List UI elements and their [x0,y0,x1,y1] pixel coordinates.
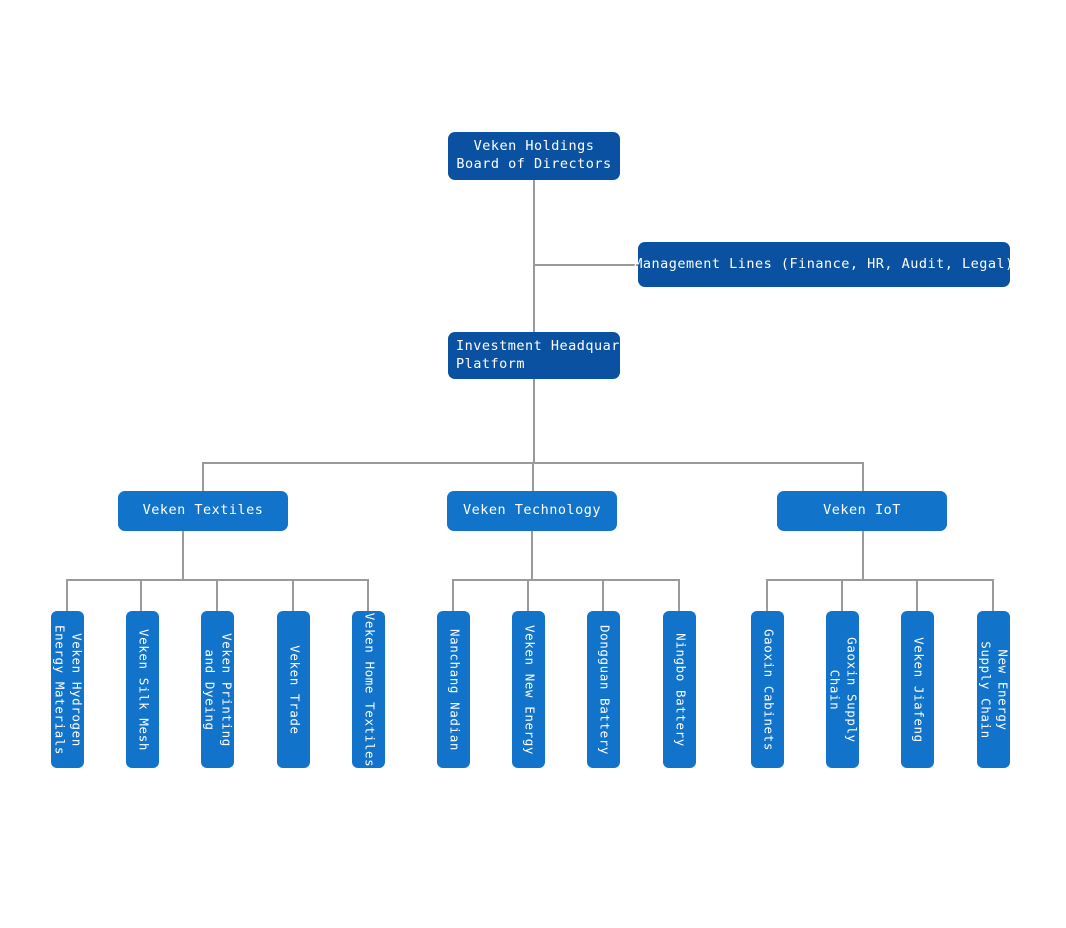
node-investment-headquarters[interactable]: Investment Headquarters Platform [448,332,654,379]
connector-leaf-bus-2 [452,579,680,581]
node-leaf-nanchang-nadian[interactable]: Nanchang Nadian [437,611,470,768]
node-division-veken-textiles[interactable]: Veken Textiles [118,491,288,531]
node-board-of-directors[interactable]: Veken Holdings Board of Directors [448,132,620,180]
node-leaf-gaoxin-supply-chain[interactable]: Gaoxin Supply Chain [826,611,859,768]
node-leaf-gaoxin-cabinets[interactable]: Gaoxin Cabinets [751,611,784,768]
connector-drop-leaf-2-4 [678,579,680,611]
node-leaf-gaoxin-supply-chain-label: Gaoxin Supply Chain [827,636,860,743]
node-leaf-veken-jiafeng-label: Veken Jiafeng [910,636,926,743]
node-leaf-gaoxin-cabinets-label: Gaoxin Cabinets [760,628,776,751]
connector-division-1-stem [182,531,184,580]
node-division-veken-textiles-label: Veken Textiles [142,502,264,519]
node-leaf-veken-printing-and-dyeing-label: Veken Printing and Dyeing [202,632,235,747]
node-leaf-new-energy-supply-chain[interactable]: New Energy Supply Chain [977,611,1010,768]
node-leaf-ningbo-battery-label: Ningbo Battery [672,632,688,747]
node-leaf-veken-printing-and-dyeing[interactable]: Veken Printing and Dyeing [201,611,234,768]
connector-drop-leaf-1-5 [367,579,369,611]
connector-drop-leaf-1-1 [66,579,68,611]
node-leaf-dongguan-battery-label: Dongguan Battery [596,624,612,755]
node-management-lines[interactable]: Management Lines (Finance, HR, Audit, Le… [634,242,1013,287]
connector-trunk-to-management [533,264,638,266]
node-board-of-directors-label: Veken Holdings Board of Directors [456,138,612,172]
connector-division-2-stem [531,531,533,580]
node-management-lines-label: Management Lines (Finance, HR, Audit, Le… [634,255,1014,272]
connector-drop-leaf-3-2 [841,579,843,611]
node-leaf-veken-trade[interactable]: Veken Trade [277,611,310,768]
connector-drop-leaf-3-1 [766,579,768,611]
node-leaf-veken-hydrogen-energy-materials-label: Veken Hydrogen Energy Materials [52,624,85,755]
connector-drop-leaf-2-3 [602,579,604,611]
connector-drop-leaf-2-1 [452,579,454,611]
node-leaf-ningbo-battery[interactable]: Ningbo Battery [663,611,696,768]
node-division-veken-iot-label: Veken IoT [823,502,901,519]
node-leaf-veken-silk-mesh-label: Veken Silk Mesh [135,628,151,751]
connector-drop-leaf-1-3 [216,579,218,611]
connector-drop-leaf-3-4 [992,579,994,611]
node-division-veken-iot[interactable]: Veken IoT [777,491,947,531]
node-leaf-veken-new-energy[interactable]: Veken New Energy [512,611,545,768]
connector-drop-division-2 [532,462,534,491]
node-leaf-dongguan-battery[interactable]: Dongguan Battery [587,611,620,768]
node-leaf-nanchang-nadian-label: Nanchang Nadian [446,628,462,751]
node-leaf-veken-home-textiles[interactable]: Veken Home Textiles [352,611,385,768]
node-leaf-veken-new-energy-label: Veken New Energy [521,624,537,755]
connector-leaf-bus-3 [766,579,994,581]
node-leaf-veken-jiafeng[interactable]: Veken Jiafeng [901,611,934,768]
connector-drop-leaf-1-2 [140,579,142,611]
node-leaf-veken-home-textiles-label: Veken Home Textiles [361,612,377,767]
connector-drop-division-3 [862,462,864,491]
node-leaf-veken-trade-label: Veken Trade [286,644,302,735]
connector-division-3-stem [862,531,864,580]
node-division-veken-technology[interactable]: Veken Technology [447,491,617,531]
node-leaf-veken-silk-mesh[interactable]: Veken Silk Mesh [126,611,159,768]
node-investment-headquarters-label: Investment Headquarters Platform [456,337,655,372]
node-division-veken-technology-label: Veken Technology [462,502,602,519]
connector-drop-division-1 [202,462,204,491]
connector-hq-to-division-bus [533,379,535,462]
connector-drop-leaf-1-4 [292,579,294,611]
node-leaf-new-energy-supply-chain-label: New Energy Supply Chain [978,640,1011,739]
node-leaf-veken-hydrogen-energy-materials[interactable]: Veken Hydrogen Energy Materials [51,611,84,768]
connector-drop-leaf-3-3 [916,579,918,611]
connector-drop-leaf-2-2 [527,579,529,611]
connector-root-to-hq [533,180,535,332]
